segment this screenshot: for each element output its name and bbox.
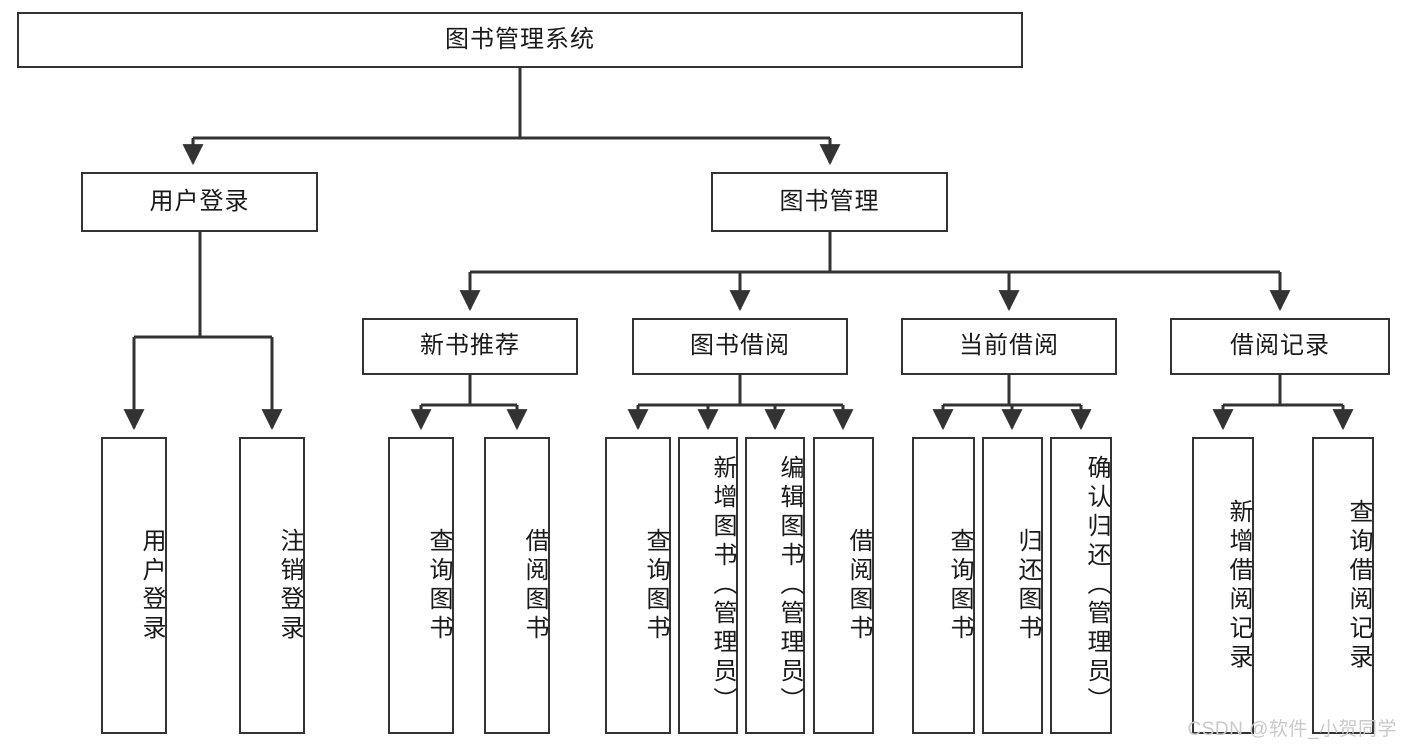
leaf-query-book-cb[interactable]: 查询图书 xyxy=(912,437,975,734)
node-user-login[interactable]: 用户登录 xyxy=(81,172,318,232)
node-borrow-record[interactable]: 借阅记录 xyxy=(1170,318,1390,375)
leaf-add-borrow-record[interactable]: 新增借阅记录 xyxy=(1192,437,1254,734)
leaf-borrow-book-bb[interactable]: 借阅图书 xyxy=(813,437,874,734)
node-current-borrow[interactable]: 当前借阅 xyxy=(901,318,1117,375)
node-book-borrow[interactable]: 图书借阅 xyxy=(632,318,848,375)
leaf-return-book[interactable]: 归还图书 xyxy=(982,437,1043,734)
leaf-borrow-book-nb[interactable]: 借阅图书 xyxy=(484,437,550,734)
leaf-edit-book-admin[interactable]: 编辑图书（管理员） xyxy=(745,437,805,734)
leaf-confirm-return-admin[interactable]: 确认归还（管理员） xyxy=(1050,437,1112,734)
leaf-logout[interactable]: 注销登录 xyxy=(239,437,305,734)
node-book-management[interactable]: 图书管理 xyxy=(711,172,948,232)
leaf-add-book-admin[interactable]: 新增图书（管理员） xyxy=(678,437,738,734)
node-root-system[interactable]: 图书管理系统 xyxy=(17,12,1023,68)
watermark-credit: CSDN @软件_小贺同学 xyxy=(1187,719,1397,740)
leaf-query-book-bb[interactable]: 查询图书 xyxy=(605,437,671,734)
leaf-query-book-nb[interactable]: 查询图书 xyxy=(388,437,454,734)
leaf-user-login[interactable]: 用户登录 xyxy=(101,437,167,734)
node-new-book-recommend[interactable]: 新书推荐 xyxy=(362,318,578,375)
leaf-query-borrow-record[interactable]: 查询借阅记录 xyxy=(1312,437,1374,734)
